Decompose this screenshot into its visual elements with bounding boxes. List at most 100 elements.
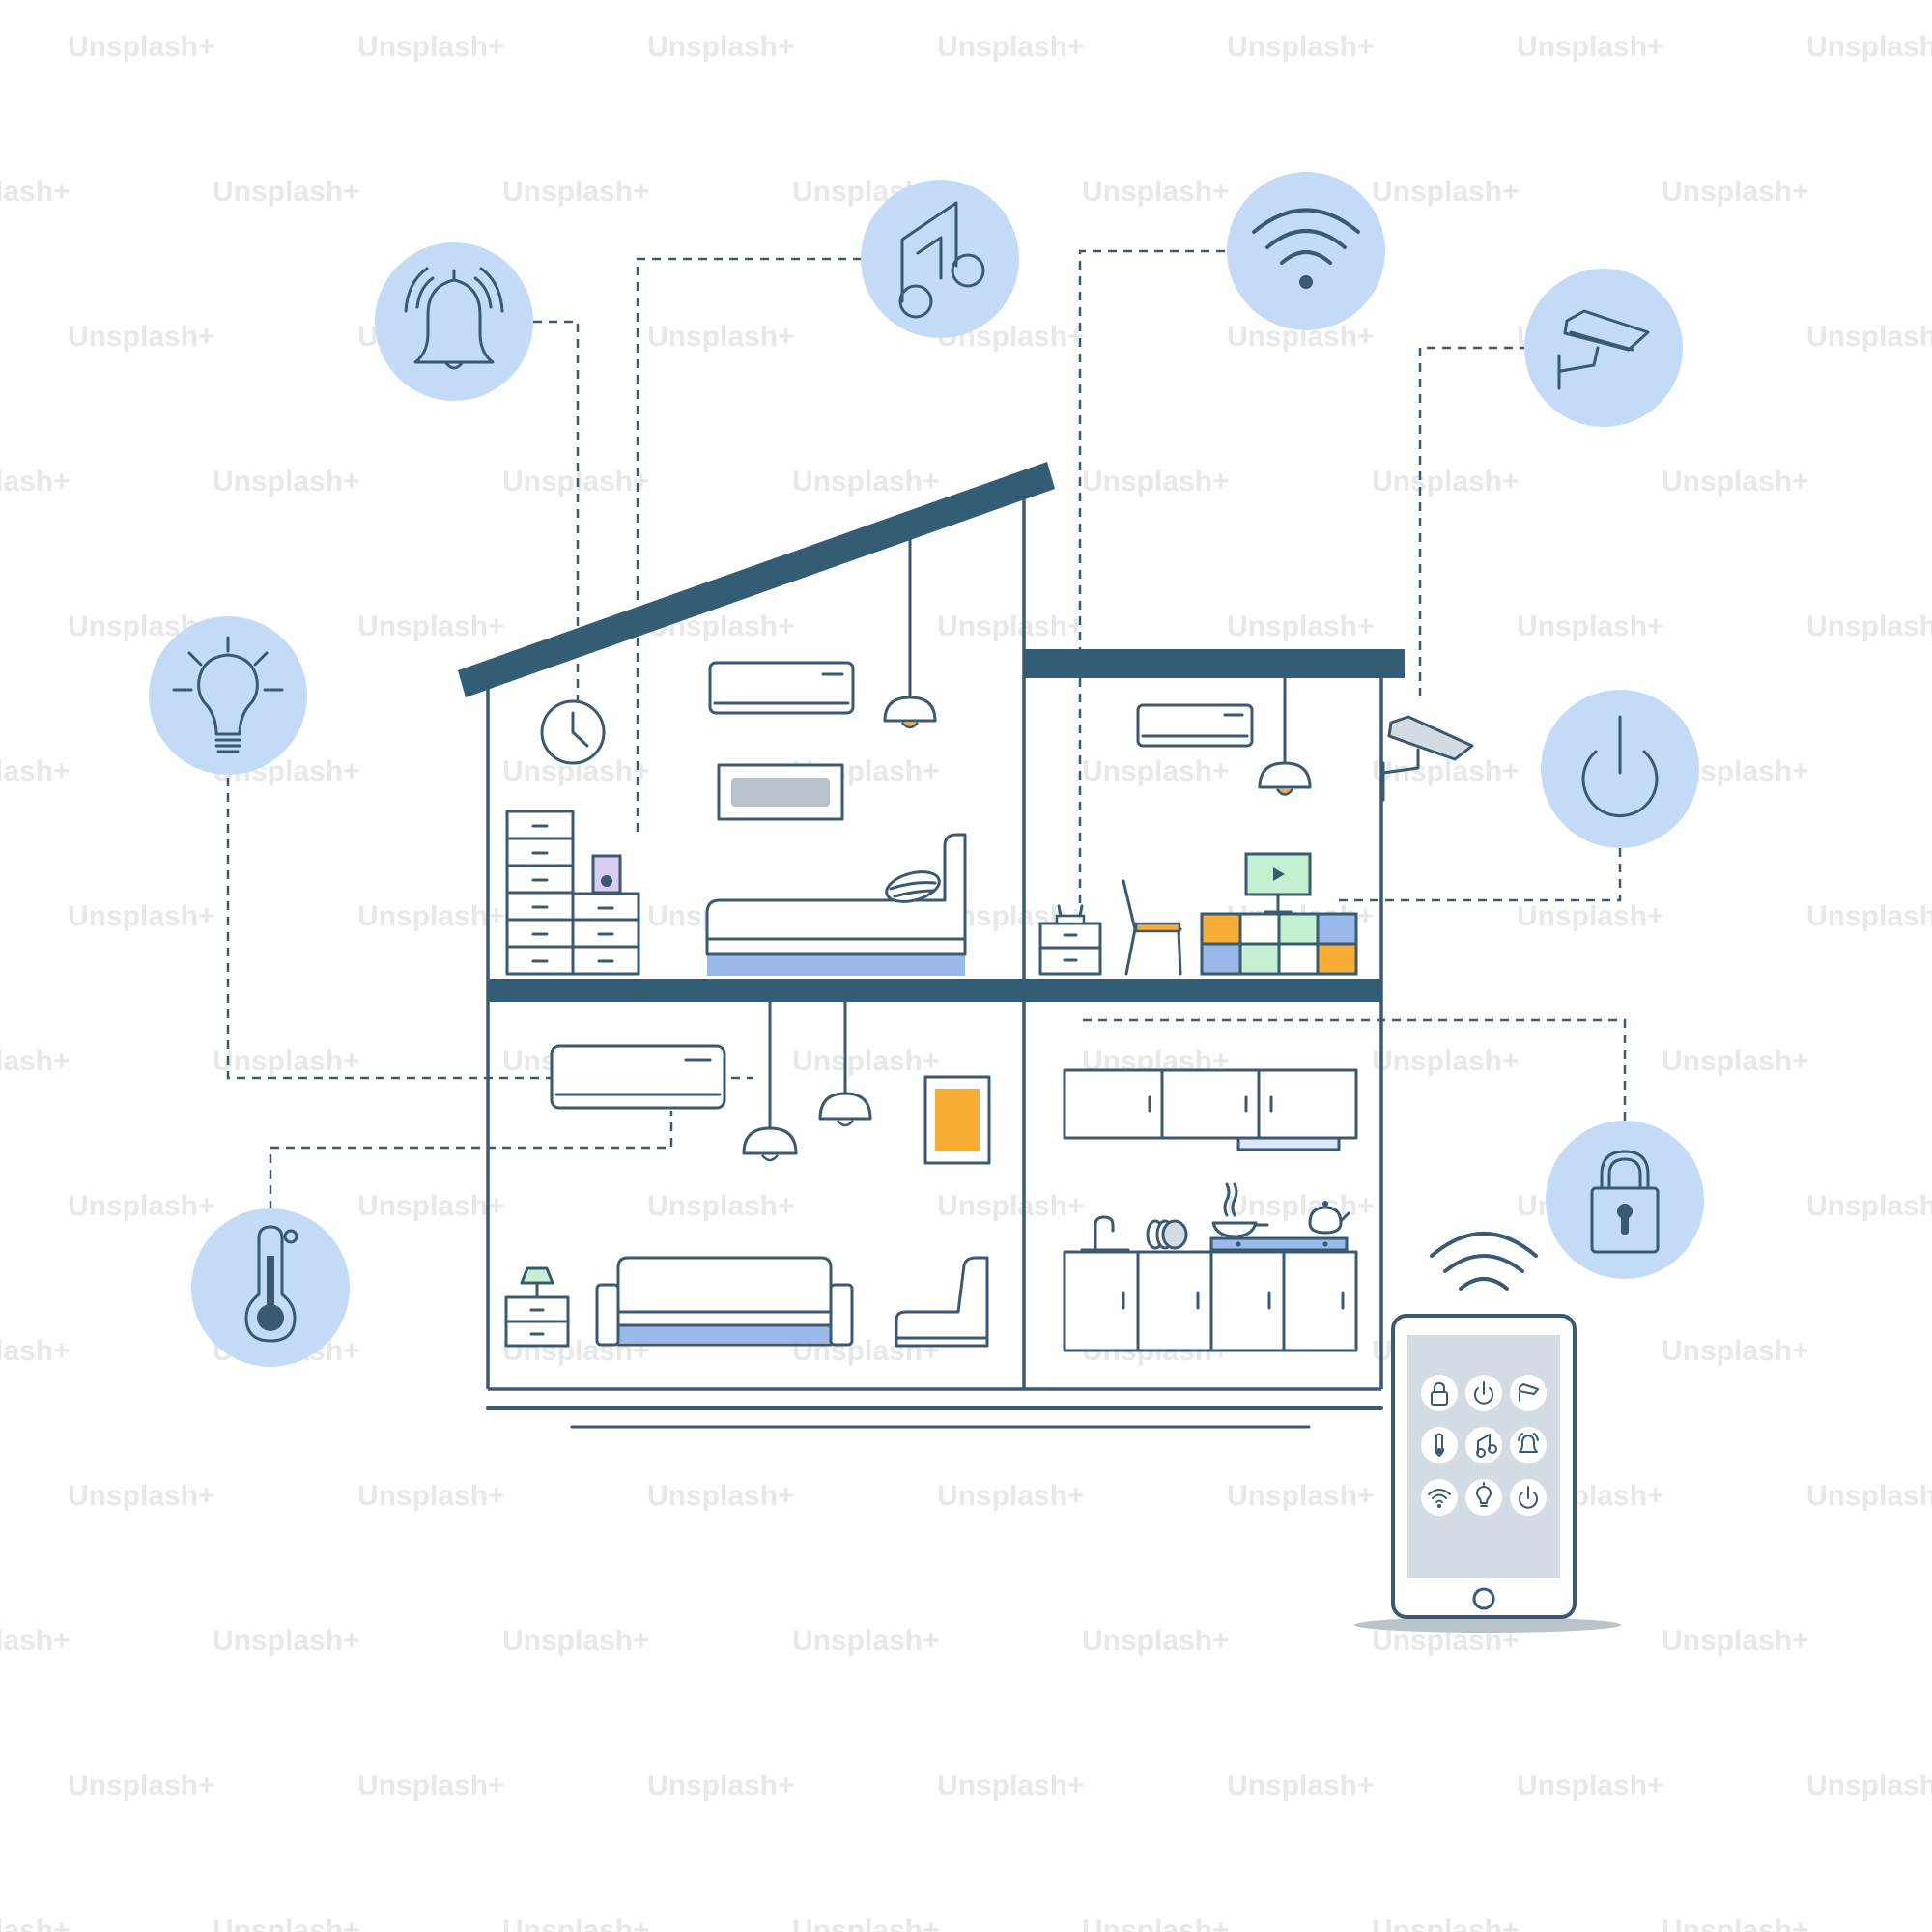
thermometer-connector <box>269 1111 673 1209</box>
watermark-text: Unsplash+ <box>213 1045 360 1077</box>
flat-roof <box>1024 649 1405 678</box>
watermark-text: Unsplash+ <box>68 900 215 932</box>
watermark-text: Unsplash+ <box>502 176 650 208</box>
pendant-lamp <box>883 696 937 723</box>
watermark-text: Unsplash+ <box>1227 611 1375 642</box>
sofa <box>595 1256 854 1347</box>
house <box>458 462 1405 1429</box>
watermark-text: Unsplash+ <box>0 1915 71 1932</box>
watermark-text: Unsplash+ <box>1662 1045 1809 1077</box>
watermark-text: Unsplash+ <box>1227 1770 1375 1802</box>
phone-app-bell-icon[interactable] <box>1510 1427 1547 1463</box>
watermark-text: Unsplash+ <box>213 176 360 208</box>
middle-floor <box>488 979 1381 1002</box>
watermark-text: Unsplash+ <box>937 1190 1085 1222</box>
range-hood <box>1236 1136 1341 1151</box>
watermark-text: Unsplash+ <box>1662 466 1809 497</box>
app-grid <box>1421 1375 1547 1516</box>
watermark-text: Unsplash+ <box>1806 1190 1932 1222</box>
watermark-text: Unsplash+ <box>502 1625 650 1657</box>
watermark-text: Unsplash+ <box>0 1625 71 1657</box>
upper-cabinets <box>1063 1068 1358 1140</box>
phone-app-power-icon[interactable] <box>1465 1375 1502 1411</box>
bedroom <box>505 534 967 976</box>
watermark-text: Unsplash+ <box>1227 1480 1375 1512</box>
table-lamp <box>520 1266 554 1285</box>
watermark-text: Unsplash+ <box>937 1770 1085 1802</box>
watermark-text: Unsplash+ <box>937 1480 1085 1512</box>
padlock-icon <box>1546 1121 1704 1279</box>
watermark-text: Unsplash+ <box>68 1190 215 1222</box>
watermark-text: Unsplash+ <box>792 466 940 497</box>
watermark-text: Unsplash+ <box>1806 1770 1932 1802</box>
phone-app-power-icon[interactable] <box>1510 1479 1547 1516</box>
air-conditioner <box>708 661 855 715</box>
lock-connector <box>1077 1018 1627 1121</box>
phone-shadow <box>1354 1617 1621 1633</box>
cooking-pot <box>1211 1221 1258 1238</box>
watermark-text: Unsplash+ <box>357 1190 505 1222</box>
wall-security-camera <box>1381 715 1474 802</box>
thermometer-icon <box>191 1208 350 1367</box>
watermark-text: Unsplash+ <box>937 31 1085 63</box>
kitchen <box>1063 1068 1358 1352</box>
connector-lines <box>226 249 1627 1209</box>
wifi-icon <box>1227 172 1385 330</box>
watermark-text: Unsplash+ <box>357 31 505 63</box>
phone-app-wifi-icon[interactable] <box>1421 1479 1458 1516</box>
phone-app-lock-icon[interactable] <box>1421 1375 1458 1411</box>
faucet <box>1094 1215 1115 1250</box>
watermark-text: Unsplash+ <box>1517 1770 1664 1802</box>
watermark-text: Unsplash+ <box>0 755 71 787</box>
watermark-text: Unsplash+ <box>68 1480 215 1512</box>
watermark-text: Unsplash+ <box>68 31 215 63</box>
watermark-text: Unsplash+ <box>1372 466 1520 497</box>
watermark-text: Unsplash+ <box>68 1770 215 1802</box>
watermark-text: Unsplash+ <box>647 31 795 63</box>
security-camera-icon <box>1524 269 1683 427</box>
watermark-text: Unsplash+ <box>1662 1915 1809 1932</box>
light-bulb-icon <box>149 616 307 775</box>
pendant-lamp-3 <box>742 1126 798 1155</box>
watermark-text: Unsplash+ <box>357 1770 505 1802</box>
bed <box>705 833 967 956</box>
watermark-text: Unsplash+ <box>1517 900 1664 932</box>
stove-top <box>1209 1236 1349 1252</box>
watermark-text: Unsplash+ <box>357 611 505 642</box>
smart-speaker <box>591 854 622 895</box>
watermark-text: Unsplash+ <box>1662 1625 1809 1657</box>
watermark-text: Unsplash+ <box>0 1335 71 1367</box>
phone-app-music-icon[interactable] <box>1465 1427 1502 1463</box>
watermark-text: Unsplash+ <box>1662 176 1809 208</box>
watermark-text: Unsplash+ <box>1806 1480 1932 1512</box>
slanted-roof <box>458 462 1055 697</box>
pendant-lamp-2 <box>1258 761 1312 789</box>
phone-app-thermometer-icon[interactable] <box>1421 1427 1458 1463</box>
armchair <box>895 1256 989 1348</box>
watermark-text: Unsplash+ <box>792 1045 940 1077</box>
plates <box>1146 1219 1188 1250</box>
living-room <box>504 1000 991 1348</box>
watermark-text: Unsplash+ <box>1372 1915 1520 1932</box>
watermark-text: Unsplash+ <box>1662 1335 1809 1367</box>
camera-connector <box>1418 346 1528 697</box>
air-conditioner-2 <box>1136 703 1254 748</box>
watermark-text: Unsplash+ <box>0 1045 71 1077</box>
watermark-text: Unsplash+ <box>213 1625 360 1657</box>
watermark-text: Unsplash+ <box>213 466 360 497</box>
power-icon <box>1541 690 1699 848</box>
watermark-text: Unsplash+ <box>1082 755 1230 787</box>
smart-icons <box>149 172 1704 1367</box>
phone-app-bulb-icon[interactable] <box>1465 1479 1502 1516</box>
bed-base <box>707 954 965 976</box>
phone-wifi-icon <box>1430 1232 1538 1291</box>
kettle <box>1308 1206 1343 1235</box>
bell-icon <box>375 242 533 401</box>
bell-connector <box>533 320 580 720</box>
phone-app-camera-icon[interactable] <box>1510 1375 1547 1411</box>
air-conditioner-3 <box>550 1044 726 1110</box>
watermark-text: Unsplash+ <box>1082 1625 1230 1657</box>
home-button <box>1472 1587 1495 1610</box>
wifi-router <box>1055 914 1086 925</box>
